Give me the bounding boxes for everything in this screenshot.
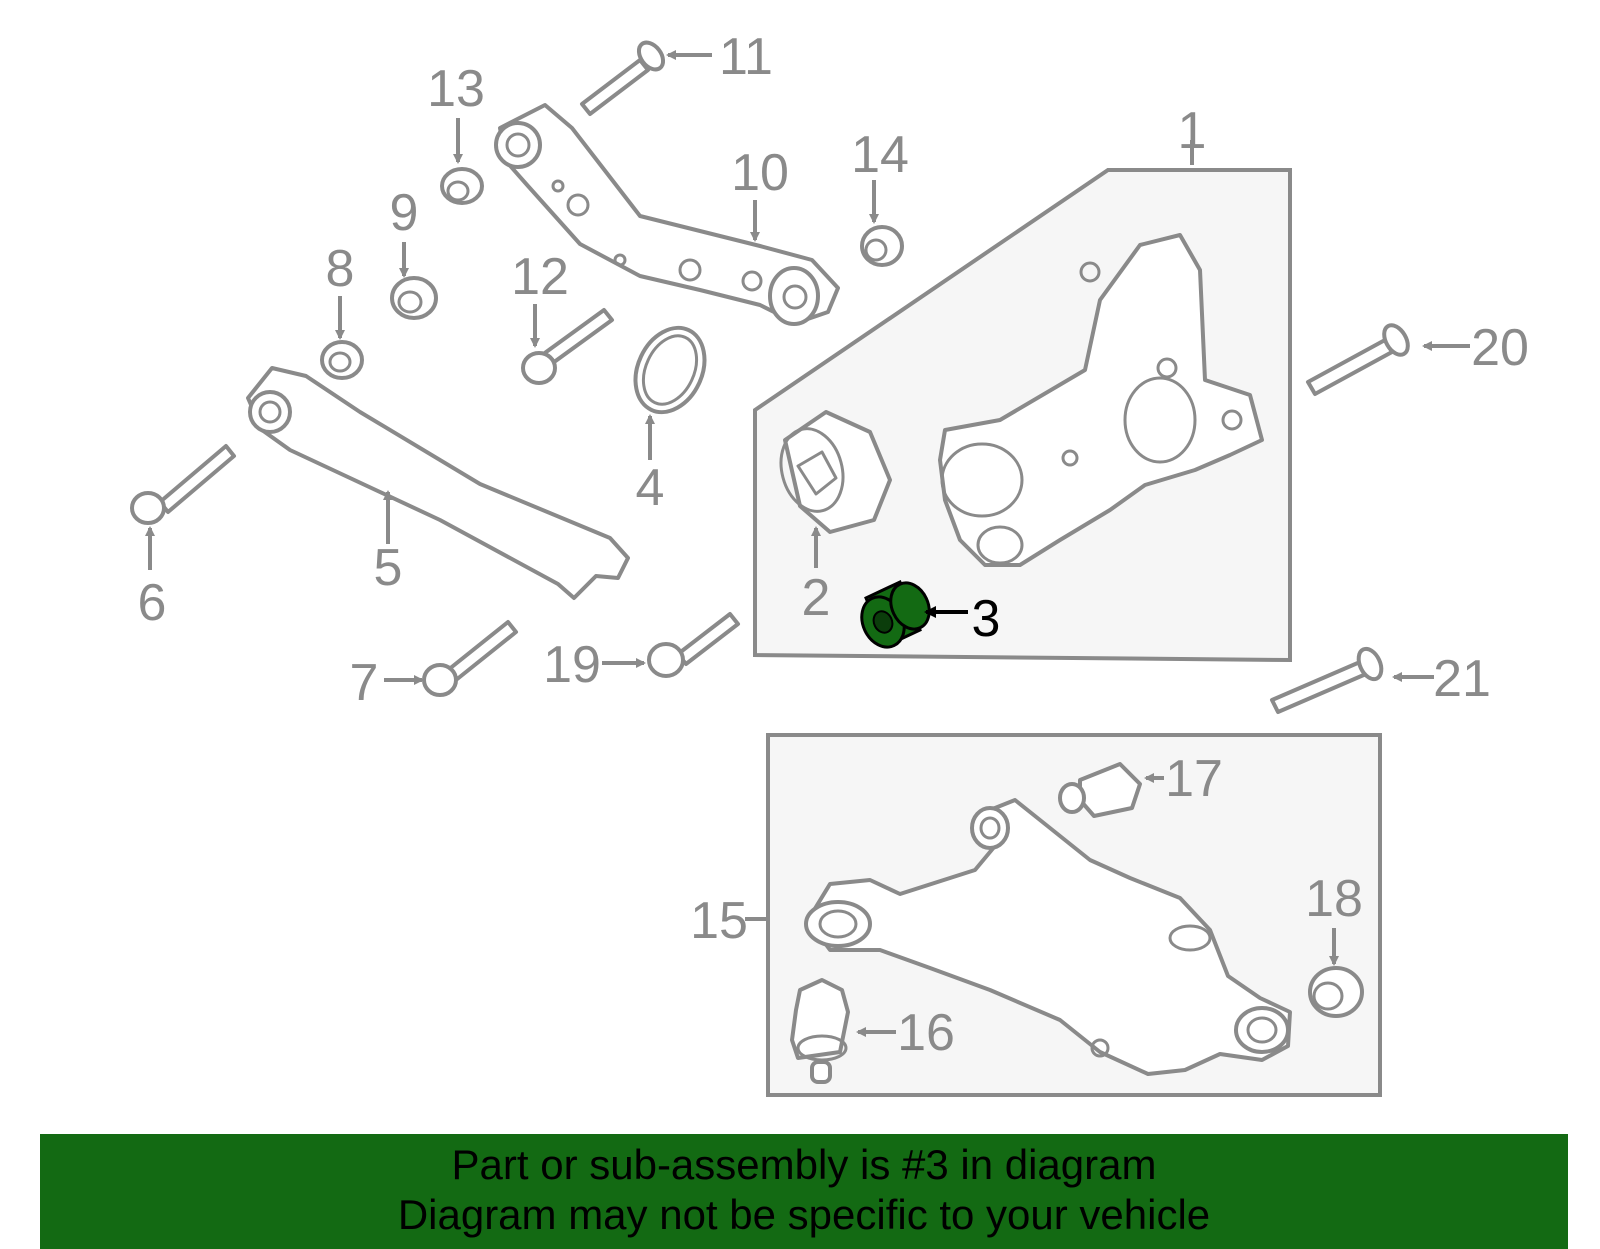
bushing-2 (779, 410, 892, 534)
callout-15[interactable]: 15 (690, 892, 748, 950)
callout-12[interactable]: 12 (511, 248, 569, 306)
callout-21[interactable]: 21 (1433, 650, 1491, 708)
callout-5[interactable]: 5 (374, 539, 403, 597)
callout-4[interactable]: 4 (636, 459, 665, 517)
callout-17[interactable]: 17 (1165, 750, 1223, 808)
callout-16[interactable]: 16 (897, 1004, 955, 1062)
parts-diagram: 1 2 3 4 5 6 7 8 9 10 11 12 13 14 15 16 1… (130, 28, 1529, 1097)
banner-line-disclaimer: Diagram may not be specific to your vehi… (397, 1191, 1211, 1238)
callout-7[interactable]: 7 (350, 654, 379, 712)
ball-joint-16 (790, 978, 850, 1084)
callout-9[interactable]: 9 (390, 184, 419, 242)
bushing-3-highlighted[interactable] (854, 577, 937, 654)
bolt-21 (1270, 646, 1384, 714)
callout-3[interactable]: 3 (972, 590, 1001, 648)
upper-arm-10 (494, 103, 840, 326)
info-banner: Part or sub-assembly is #3 in diagram Di… (40, 1134, 1568, 1249)
callout-13[interactable]: 13 (427, 60, 485, 118)
callout-14[interactable]: 14 (851, 126, 909, 184)
callout-20[interactable]: 20 (1471, 319, 1529, 377)
ring-4 (633, 325, 707, 415)
nut-14 (860, 225, 904, 267)
bushing-17 (1058, 762, 1142, 818)
callout-11[interactable]: 11 (719, 28, 773, 86)
bolt-12 (521, 308, 614, 385)
callout-2[interactable]: 2 (802, 569, 831, 627)
bolt-19 (647, 612, 740, 678)
callout-18[interactable]: 18 (1305, 870, 1363, 928)
bushing-18 (1308, 966, 1364, 1018)
leader-lines (145, 50, 1470, 1037)
callout-10[interactable]: 10 (731, 144, 789, 202)
callout-8[interactable]: 8 (326, 240, 355, 298)
bolt-20 (1306, 323, 1410, 396)
callout-1[interactable]: 1 (1178, 102, 1207, 160)
lateral-link-5 (246, 366, 630, 600)
knuckle-1 (938, 233, 1264, 567)
washer-8 (320, 340, 364, 380)
nut-13 (440, 167, 484, 205)
washer-9 (390, 276, 438, 320)
callout-6[interactable]: 6 (138, 574, 167, 632)
bolt-6 (130, 444, 236, 525)
bolt-11 (580, 40, 666, 116)
banner-line-part: Part or sub-assembly is #3 in diagram (451, 1141, 1157, 1188)
bolt-7 (422, 620, 518, 697)
callout-labels: 1 2 3 4 5 6 7 8 9 10 11 12 13 14 15 16 1… (138, 28, 1529, 1062)
lower-arm-15 (804, 798, 1292, 1076)
callout-19[interactable]: 19 (543, 636, 601, 694)
